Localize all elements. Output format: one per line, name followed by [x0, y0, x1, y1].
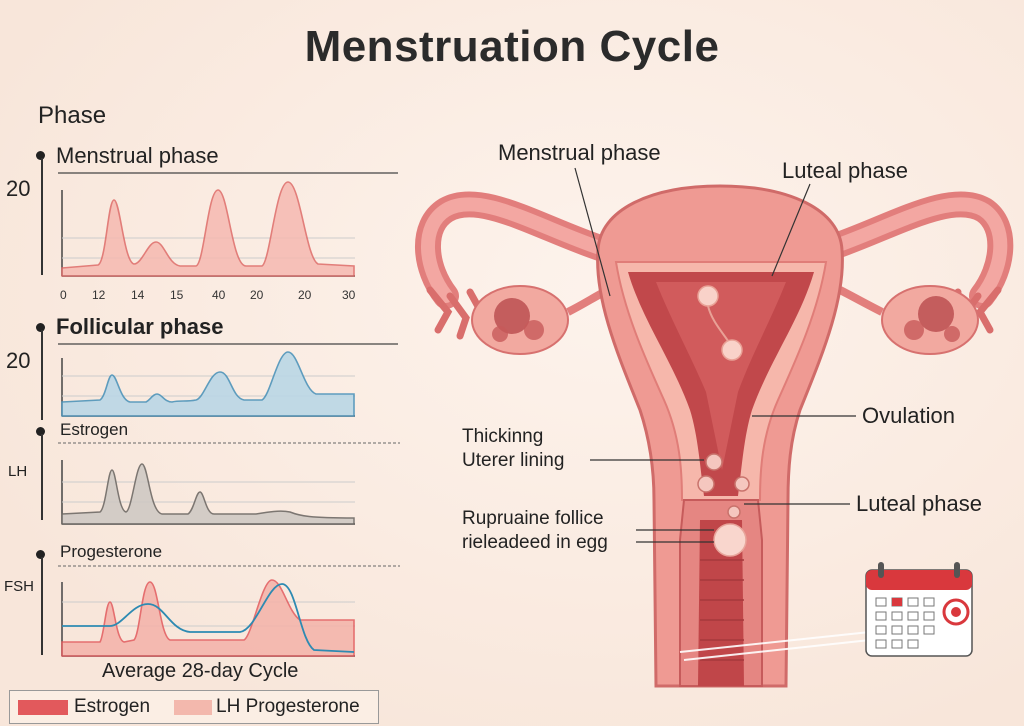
egg-cell [734, 476, 750, 492]
legend: Estrogen LH Progesterone [9, 690, 379, 724]
y-value-1: 20 [6, 176, 31, 201]
x-tick: 12 [92, 288, 106, 302]
panel-label-estrogen: Estrogen [60, 420, 129, 439]
leader-luteal-top [771, 183, 811, 277]
legend-label-lh-progesterone: LH Progesterone [216, 696, 360, 717]
released-egg [713, 523, 747, 557]
egg-cell [705, 453, 723, 471]
y-value-2: 20 [6, 348, 31, 373]
label-thickening-2: Uterer lining [462, 450, 565, 471]
right-ligament [838, 286, 884, 316]
legend-label-estrogen: Estrogen [74, 696, 151, 717]
x-tick: 0 [60, 288, 67, 302]
egg [721, 339, 743, 361]
label-ovulation: Ovulation [862, 403, 955, 428]
y-value-3: LH [8, 463, 28, 480]
panel-label-menstrual: Menstrual phase [56, 143, 219, 168]
label-rupture-2: rieleadeed in egg [462, 532, 608, 553]
x-caption: Average 28-day Cycle [102, 660, 299, 682]
bullet-dot [36, 151, 45, 160]
page-title: Menstruation Cycle [304, 22, 720, 71]
bullet-dot [36, 550, 45, 559]
x-tick: 14 [131, 288, 145, 302]
menstrual-curve [61, 181, 355, 277]
calendar-icon [679, 562, 973, 661]
label-luteal-phase-top: Luteal phase [782, 158, 908, 183]
legend-swatch-estrogen [18, 700, 68, 715]
legend-swatch-lh-progesterone [174, 700, 212, 715]
phase-heading: Phase [38, 102, 107, 129]
bullet-dot [36, 323, 45, 332]
label-thickening-1: Thickinng [462, 426, 544, 447]
leader-menstrual [574, 167, 611, 297]
vaginal-canal [698, 520, 744, 686]
y-value-4: FSH [4, 578, 34, 595]
x-tick: 15 [170, 288, 184, 302]
progesterone-curve [61, 579, 355, 657]
lh-curve [62, 583, 355, 653]
label-luteal-phase-bottom: Luteal phase [856, 491, 982, 516]
follicular-curve [61, 351, 355, 417]
estrogen-curve [61, 463, 355, 525]
x-tick: 20 [298, 288, 312, 302]
x-tick: 40 [212, 288, 226, 302]
egg [697, 285, 719, 307]
panel-label-progesterone: Progesterone [60, 542, 163, 561]
egg-cell [727, 505, 741, 519]
x-tick: 20 [250, 288, 264, 302]
right-fallopian-tube-inner [823, 197, 1008, 303]
egg-cell [697, 475, 715, 493]
x-tick: 30 [342, 288, 356, 302]
left-fallopian-tube-inner [421, 197, 607, 303]
label-menstrual-phase: Menstrual phase [498, 140, 661, 165]
label-rupture-1: Rupruaine follice [462, 508, 604, 529]
panel-label-follicular: Follicular phase [56, 314, 224, 339]
bullet-dot [36, 427, 45, 436]
